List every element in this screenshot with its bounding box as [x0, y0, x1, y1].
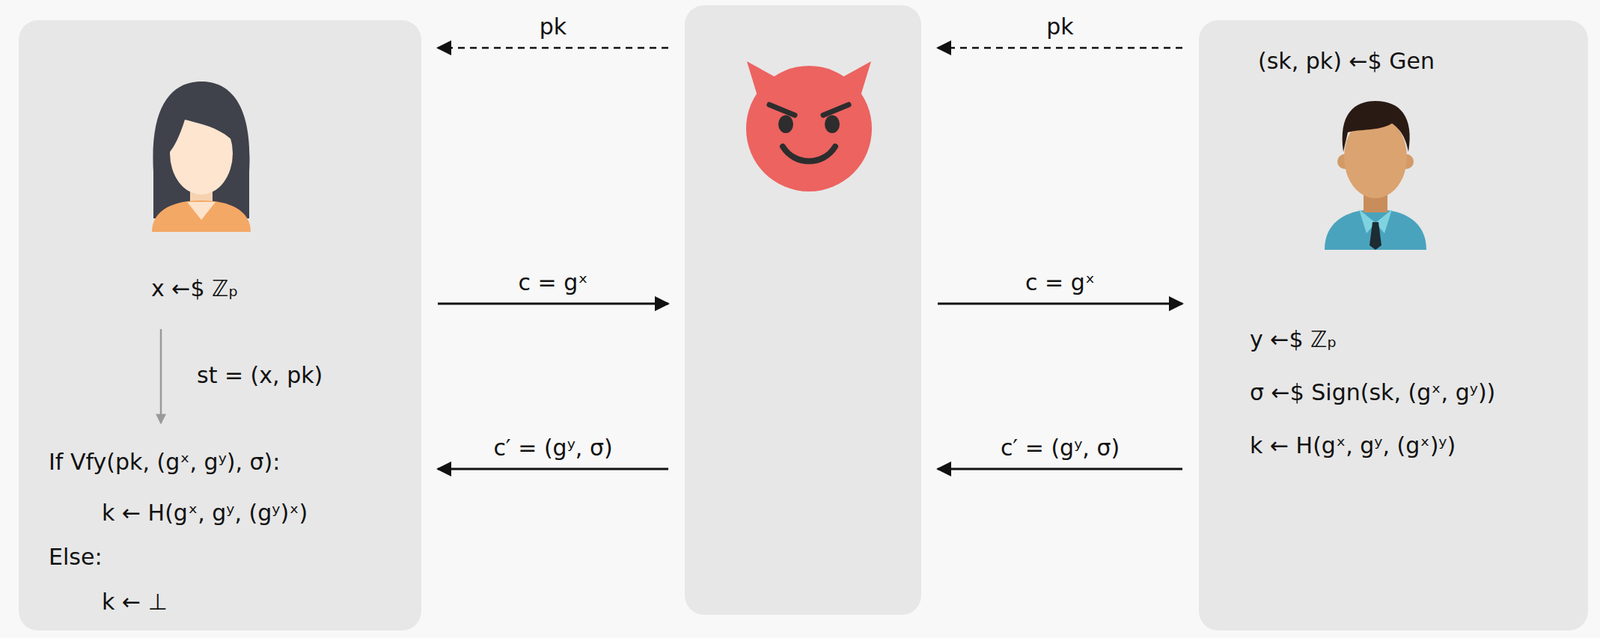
- party-panel: [684, 5, 922, 616]
- protocol-step: Else:: [48, 544, 102, 572]
- panel-ground: [18, 20, 422, 631]
- protocol-step: k ← ⊥: [101, 588, 168, 616]
- party-panel: x ←$ ℤₚ st = (x, pk) If Vfy(pk, (gˣ, gʸ), …: [18, 20, 422, 631]
- message-label: c = gˣ: [514, 269, 591, 297]
- message-label: pk: [536, 13, 570, 41]
- protocol-step: k ← H(gˣ, gʸ, (gʸ)ˣ): [101, 499, 308, 527]
- alice-avatar: [151, 81, 251, 232]
- panel-ground: [684, 5, 922, 616]
- message-label: pk: [1043, 13, 1077, 41]
- protocol-step: y ←$ ℤₚ: [1249, 326, 1337, 354]
- message-label: c′ = (gʸ, σ): [490, 434, 616, 462]
- message-arrow: [437, 468, 669, 471]
- message-arrow: [437, 47, 669, 50]
- party-panel: (sk, pk) ←$ Gen y ←$ ℤₚ σ ←$ Sign(sk, (gˣ,…: [1198, 20, 1589, 631]
- protocol-step: k ← H(gˣ, gʸ, (gˣ)ʸ): [1249, 432, 1456, 460]
- protocol-step: If Vfy(pk, (gˣ, gʸ), σ):: [48, 449, 280, 476]
- bob-avatar: [1324, 101, 1427, 250]
- message-label: c′ = (gʸ, σ): [997, 434, 1123, 462]
- panel-ground: [1198, 20, 1589, 631]
- protocol-step: x ←$ ℤₚ: [151, 275, 238, 303]
- protocol-step: (sk, pk) ←$ Gen: [1257, 47, 1435, 75]
- message-label: c = gˣ: [1022, 269, 1098, 297]
- protocol-step: st = (x, pk): [196, 362, 323, 390]
- protocol-step: σ ←$ Sign(sk, (gˣ, gʸ)): [1249, 379, 1496, 407]
- message-arrow: [937, 303, 1183, 306]
- message-arrow: [937, 47, 1183, 50]
- adversary-devil: [746, 61, 872, 192]
- message-arrow: [937, 468, 1183, 471]
- message-arrow: [437, 303, 669, 306]
- state-arrow: [160, 329, 163, 424]
